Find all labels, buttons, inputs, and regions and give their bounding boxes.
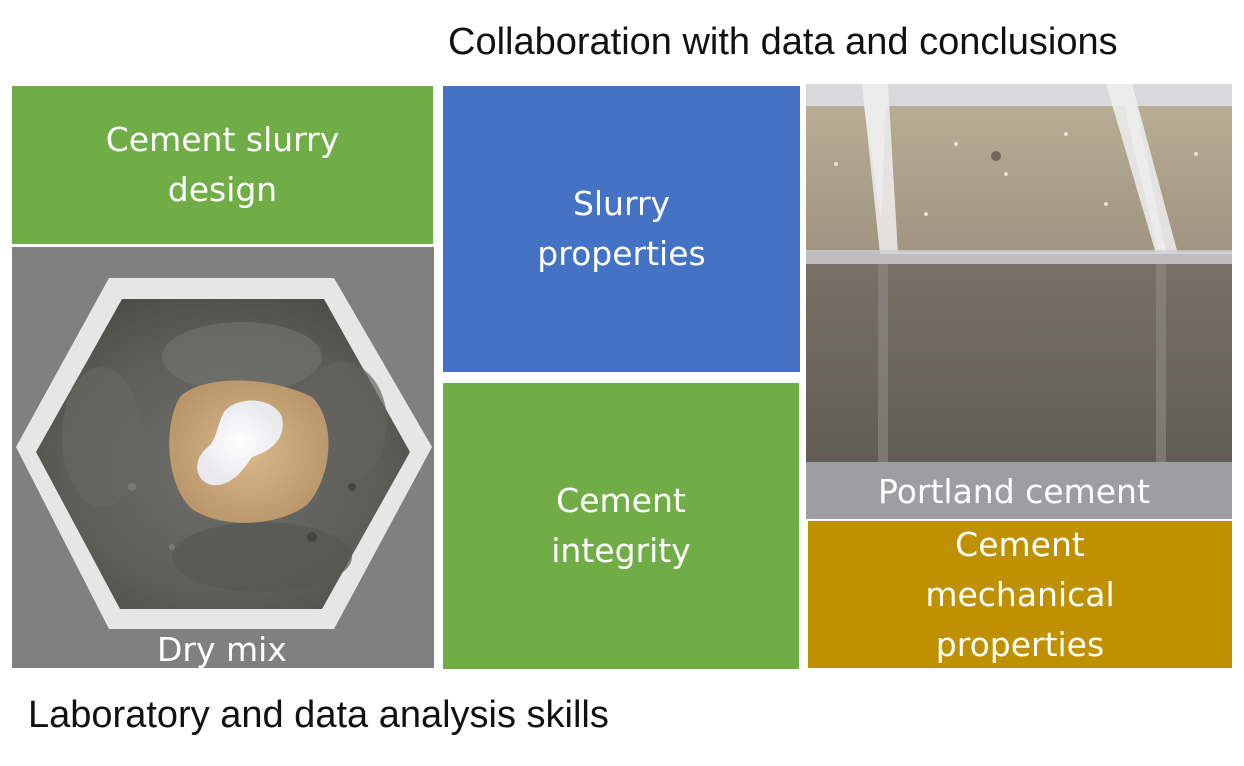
portland-cement-illustration <box>806 84 1232 519</box>
slurry-properties-box: Slurry properties <box>443 86 800 372</box>
left-sample-side <box>806 252 884 462</box>
slurry-properties-label: Slurry properties <box>537 184 706 273</box>
cement-integrity-box: Cement integrity <box>443 383 799 669</box>
portland-cement-caption: Portland cement <box>878 472 1150 511</box>
dry-mix-photo: Dry mix <box>12 247 434 668</box>
center-sample-side <box>878 254 1158 462</box>
center-sample-top <box>880 106 1158 252</box>
dry-mix-caption: Dry mix <box>157 630 287 668</box>
bottom-heading: Laboratory and data analysis skills <box>28 694 609 736</box>
cement-mechanical-properties-label: Cement mechanical properties <box>925 524 1115 664</box>
cement-slurry-design-box: Cement slurry design <box>12 86 433 244</box>
cement-mechanical-properties-box: Cement mechanical properties <box>808 521 1232 668</box>
mold-divider-right <box>1106 84 1178 254</box>
cement-integrity-label: Cement integrity <box>551 481 691 570</box>
mold-divider-left <box>862 84 898 254</box>
portland-cement-photo: Portland cement <box>806 84 1232 519</box>
top-heading: Collaboration with data and conclusions <box>448 21 1118 63</box>
cement-slurry-design-label: Cement slurry design <box>105 120 340 209</box>
dry-mix-illustration <box>16 278 432 629</box>
salt-pile <box>197 400 283 486</box>
left-sample-top <box>806 106 886 252</box>
right-sample-side <box>1158 254 1232 462</box>
